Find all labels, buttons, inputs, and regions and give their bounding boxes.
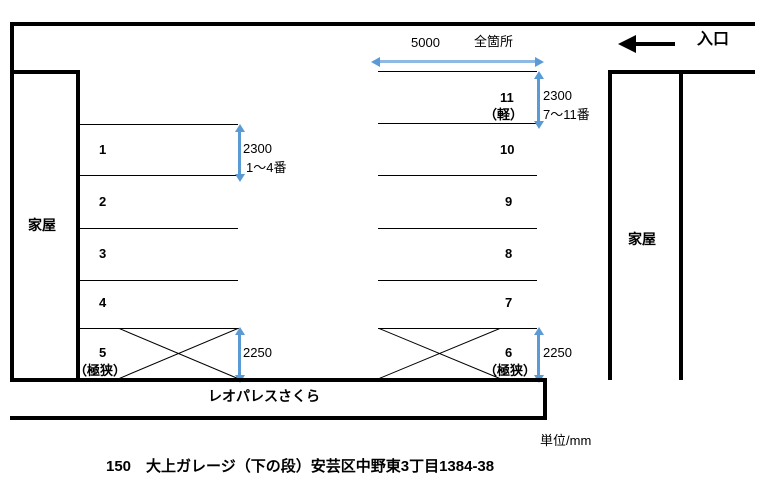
dimension-depth-right-value: 2300 (543, 88, 572, 103)
stall-label-6: 6 (505, 345, 513, 360)
unit-note: 単位/mm (540, 433, 592, 448)
stall-divider-right-4 (378, 280, 537, 281)
house-left-top-border (10, 70, 80, 74)
dimension-depth-right-arrow (533, 71, 544, 129)
stall-note-5: （極狭） (74, 363, 127, 378)
dimension-narrow-left-value: 2250 (243, 345, 272, 360)
stall-note-6: （極狭） (484, 363, 537, 378)
stall-label-5: 5 (99, 345, 107, 360)
stall-5-cross-hatch (118, 328, 240, 380)
left-arrow-icon (618, 35, 675, 53)
house-right-divider-wall (679, 70, 683, 380)
stall-label-3: 3 (99, 246, 107, 261)
stall-divider-right-5 (378, 328, 537, 329)
entrance-label: 入口 (697, 31, 730, 48)
stall-divider-left-3 (80, 280, 238, 281)
house-left-label: 家屋 (28, 217, 56, 233)
stall-label-7: 7 (505, 295, 513, 310)
dimension-narrow-left-arrow (234, 327, 245, 383)
stall-divider-left-1 (80, 175, 238, 176)
stall-label-9: 9 (505, 194, 513, 209)
stall-divider-left-2 (80, 228, 238, 229)
stall-divider-right-2 (378, 175, 537, 176)
stall-label-8: 8 (505, 246, 513, 261)
stall-divider-left-0 (80, 124, 238, 125)
dimension-depth-right-note: 7～11番 (543, 107, 590, 122)
stall-divider-left-4 (80, 328, 238, 329)
dimension-width-arrow (371, 56, 544, 67)
stall-6-cross-hatch (378, 328, 502, 380)
stall-label-11: 11 (500, 90, 514, 105)
dimension-depth-left-arrow (234, 124, 245, 182)
lot-left-wall (10, 22, 14, 378)
stall-note-11: （軽） (484, 107, 524, 122)
building-bottom-label: レオパレスさくら (208, 388, 320, 404)
house-right-label: 家屋 (628, 231, 656, 247)
house-right-left-wall (608, 70, 612, 380)
stall-label-2: 2 (99, 194, 107, 209)
house-left-right-wall (76, 70, 80, 380)
stall-label-4: 4 (99, 295, 107, 310)
dimension-width-value: 5000 (411, 35, 440, 50)
building-bottom-bottom-border (10, 416, 547, 420)
stall-label-10: 10 (500, 142, 515, 157)
stall-divider-right-1 (378, 123, 537, 124)
stall-label-1: 1 (99, 142, 107, 157)
dimension-depth-left-note: 1～4番 (246, 160, 287, 175)
lot-top-border (10, 22, 755, 26)
dimension-narrow-right-value: 2250 (543, 345, 572, 360)
stall-divider-right-3 (378, 228, 537, 229)
building-bottom-top-border (10, 378, 547, 382)
dimension-narrow-right-arrow (533, 327, 544, 383)
dimension-depth-left-value: 2300 (243, 141, 272, 156)
building-bottom-right-wall (543, 378, 547, 420)
dimension-width-note: 全箇所 (474, 34, 514, 49)
diagram-caption: 150 大上ガレージ（下の段）安芸区中野東3丁目1384-38 (106, 458, 495, 475)
stall-divider-right-0 (378, 71, 537, 72)
